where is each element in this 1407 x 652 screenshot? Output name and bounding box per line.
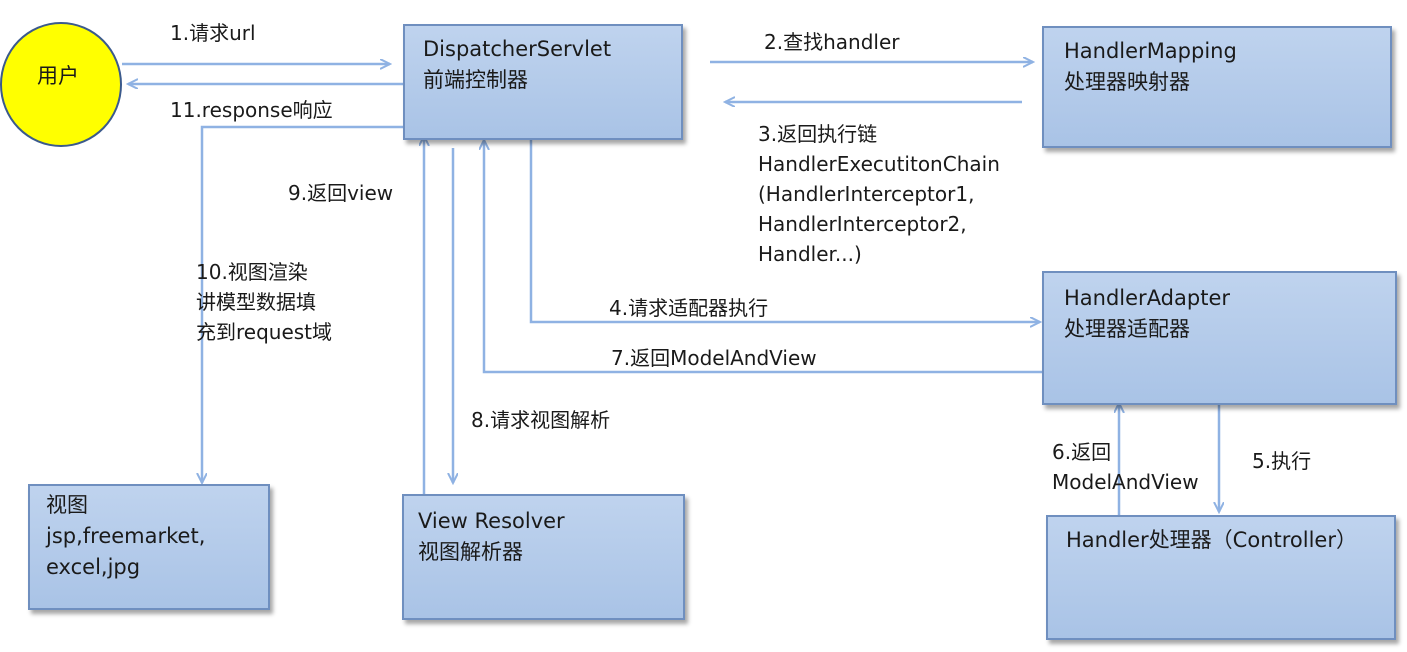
label-3-line-2: HandlerExecutitonChain: [758, 152, 1000, 176]
label-7-return-modelandview: 7.返回ModelAndView: [611, 346, 817, 370]
view-box: 视图 jsp,freemarket, excel,jpg: [28, 484, 270, 610]
handler-adapter-subtitle: 处理器适配器: [1064, 317, 1190, 341]
handler-mapping-subtitle: 处理器映射器: [1064, 70, 1190, 94]
label-1-request-url: 1.请求url: [170, 21, 256, 45]
dispatcher-subtitle: 前端控制器: [423, 68, 528, 92]
label-3-line-5: Handler...): [758, 242, 862, 266]
label-11-response: 11.response响应: [170, 98, 333, 122]
view-title: 视图: [46, 493, 88, 517]
handler-title: Handler处理器（Controller）: [1066, 528, 1357, 552]
label-10-line-2: 讲模型数据填: [196, 290, 316, 314]
user-node: 用户: [0, 22, 122, 147]
view-resolver-subtitle: 视图解析器: [418, 540, 523, 564]
label-5-execute: 5.执行: [1252, 449, 1312, 473]
label-10-line-3: 充到request域: [196, 320, 333, 344]
dispatcher-servlet-box: DispatcherServlet 前端控制器: [403, 24, 683, 140]
label-3-line-4: HandlerInterceptor2,: [758, 212, 967, 236]
handler-box: Handler处理器（Controller）: [1046, 515, 1396, 640]
label-10-render: 10.视图渲染 讲模型数据填 充到request域: [196, 257, 332, 347]
label-10-line-1: 10.视图渲染: [196, 260, 308, 284]
view-resolver-box: View Resolver 视图解析器: [402, 494, 685, 620]
label-3-line-1: 3.返回执行链: [758, 122, 878, 146]
label-6-line-1: 6.返回: [1052, 440, 1112, 464]
arrow-7-return-modelandview: [484, 140, 1042, 374]
dispatcher-title: DispatcherServlet: [423, 37, 612, 61]
label-3-line-3: (HandlerInterceptor1,: [758, 182, 975, 206]
handler-adapter-box: HandlerAdapter 处理器适配器: [1042, 271, 1397, 405]
arrow-10-render: [202, 125, 403, 483]
handler-mapping-box: HandlerMapping 处理器映射器: [1042, 26, 1392, 148]
label-9-return-view: 9.返回view: [288, 181, 394, 205]
label-4-request-adapter: 4.请求适配器执行: [609, 296, 769, 320]
view-types-1: jsp,freemarket,: [46, 524, 206, 548]
handler-adapter-title: HandlerAdapter: [1064, 286, 1231, 310]
label-8-request-view-resolve: 8.请求视图解析: [471, 408, 611, 432]
handler-mapping-title: HandlerMapping: [1064, 39, 1237, 63]
label-6-return-modelandview: 6.返回 ModelAndView: [1052, 437, 1199, 497]
label-2-find-handler: 2.查找handler: [764, 30, 900, 54]
view-types-2: excel,jpg: [46, 555, 141, 579]
label-6-line-2: ModelAndView: [1052, 470, 1199, 494]
label-3-return-chain: 3.返回执行链 HandlerExecutitonChain (HandlerI…: [758, 119, 1000, 269]
arrow-4-request-adapter: [529, 140, 1040, 322]
user-label: 用户: [37, 64, 79, 88]
view-resolver-title: View Resolver: [418, 509, 565, 533]
